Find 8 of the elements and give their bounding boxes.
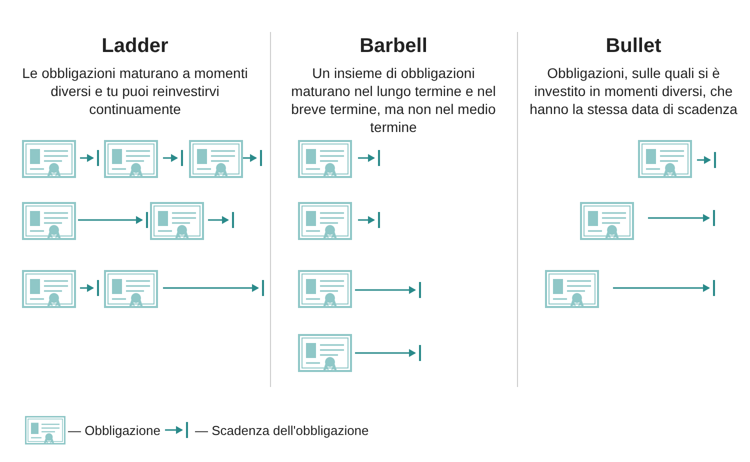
column-description: Le obbligazioni maturano a momenti diversi e tu puoi reinvestirvi continuamente	[21, 64, 249, 118]
column-heading: Bullet	[604, 35, 662, 58]
legend-label: — Scadenza dell'obbligazione	[195, 423, 369, 438]
column-heading: Barbell	[358, 35, 428, 58]
column-description: Obbligazioni, sulle quali si è investito in momenti diversi, che hanno la stessa data di scadenza	[529, 64, 738, 118]
legend-label: — Obbligazione	[68, 423, 160, 438]
column-description: Un insieme di obbligazioni maturano nel lungo termine e nel breve termine, ma non nel medio termine	[290, 64, 497, 136]
column-heading: Ladder	[100, 35, 170, 58]
